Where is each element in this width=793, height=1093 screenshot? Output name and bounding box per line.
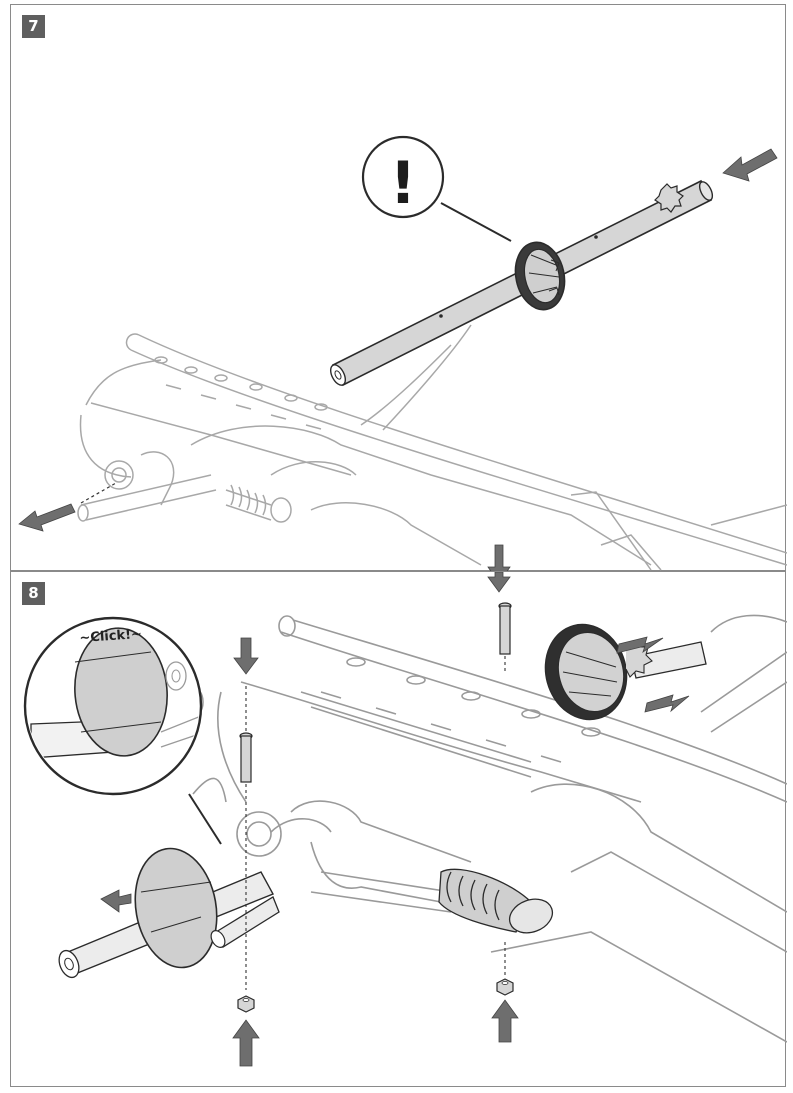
removal-arrow (18, 482, 117, 532)
left-axle (58, 847, 280, 979)
nut-right (496, 978, 514, 996)
ghost-frame (77, 324, 787, 571)
warning-circle (361, 135, 445, 219)
bolt-left-down-arrow (233, 637, 259, 675)
nut-right-up-arrow (491, 999, 519, 1043)
step-7-number-badge: 7 (22, 15, 45, 38)
disc-left-arrow (100, 889, 132, 913)
foot-grip (438, 868, 554, 934)
nut-left-up-arrow (232, 1019, 260, 1067)
step-7-panel: 7 (10, 4, 787, 572)
step-8-illustration: ~Click!~ (23, 572, 787, 1067)
warning-callout: ! (361, 135, 512, 242)
step-8-panel: 8 (10, 571, 787, 1087)
down-arrow-top-tip (487, 572, 511, 593)
bolt-right (498, 602, 512, 977)
step-8-number-badge: 8 (22, 582, 45, 605)
disc-right-arrow-upper (616, 636, 664, 654)
down-arrow-top (487, 544, 511, 572)
nut-left (237, 995, 255, 1013)
hub-disc (514, 241, 566, 311)
right-hub-disc (544, 623, 707, 721)
disc-right-arrow-lower (644, 694, 690, 713)
step-7-illustration: ! (18, 135, 787, 572)
click-detail-callout: ~Click!~ (23, 616, 222, 845)
insert-arrow (722, 148, 778, 182)
bolt-left (239, 686, 253, 990)
click-callout-text: ~Click!~ (79, 627, 142, 646)
exclamation-icon: ! (390, 149, 416, 217)
ghost-frame (178, 614, 787, 1043)
